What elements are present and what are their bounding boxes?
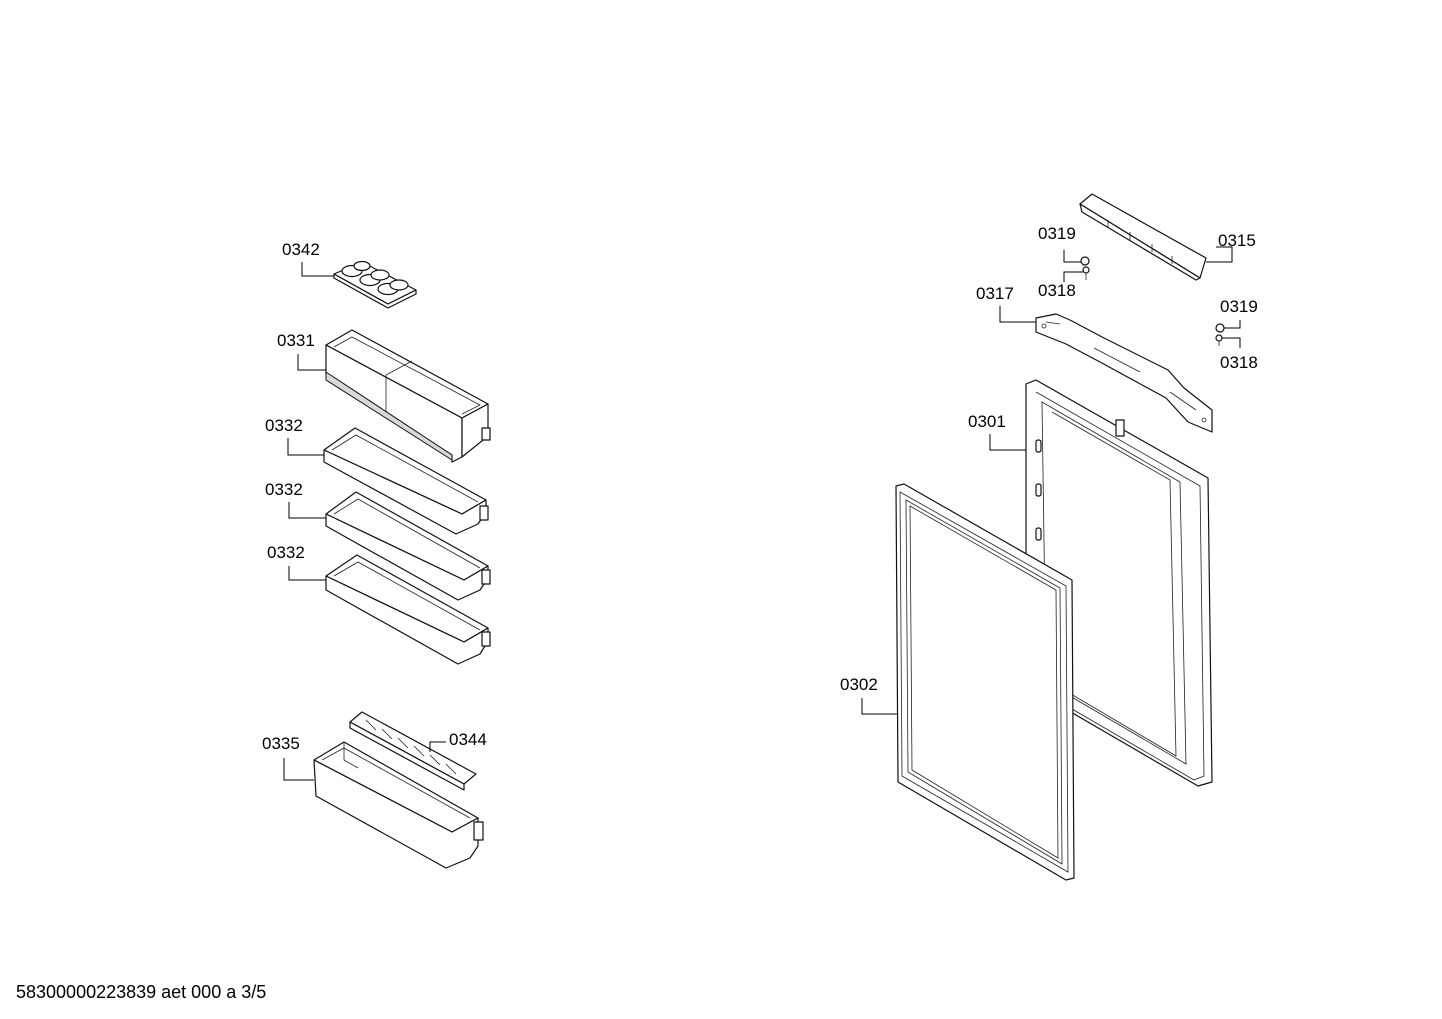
- leader-0318-left: [1063, 271, 1083, 282]
- part-0332-door-shelf-2: [325, 491, 491, 601]
- label-0319-right: 0319: [1220, 297, 1258, 316]
- label-0342: 0342: [282, 240, 320, 259]
- part-0302-door-gasket: [895, 483, 1075, 881]
- label-0318-left: 0318: [1038, 281, 1076, 300]
- leader-0319-right: [1224, 320, 1241, 329]
- part-0335-bottle-shelf: [313, 741, 484, 869]
- leader-0317: [999, 306, 1036, 323]
- label-0332-2: 0332: [265, 480, 303, 499]
- label-0332-1: 0332: [265, 416, 303, 435]
- leader-0344: [429, 741, 446, 752]
- leader-0318-right: [1222, 337, 1241, 348]
- leader-0332-3: [288, 566, 326, 581]
- part-0332-door-shelf-1: [323, 427, 489, 535]
- leader-0335: [283, 758, 314, 781]
- drawing-footer-id: 58300000223839 aet 000 a 3/5: [16, 982, 266, 1002]
- leader-0332-1: [287, 438, 324, 456]
- label-0315: 0315: [1218, 231, 1256, 250]
- part-0344-divider-rail: [349, 711, 477, 791]
- part-0331-covered-box: [325, 329, 491, 463]
- leader-0301: [989, 434, 1026, 451]
- label-0319-left: 0319: [1038, 224, 1076, 243]
- label-0332-3: 0332: [267, 543, 305, 562]
- label-0317: 0317: [976, 284, 1014, 303]
- label-0344: 0344: [449, 730, 487, 749]
- part-0319-0318-screw-left: [1080, 256, 1090, 280]
- part-0315-top-cover: [1079, 193, 1207, 281]
- leader-0331: [297, 354, 326, 371]
- leader-0342: [301, 262, 334, 277]
- leader-0315: [1206, 246, 1233, 263]
- leader-0302: [861, 698, 898, 715]
- label-0302: 0302: [840, 675, 878, 694]
- label-0318-right: 0318: [1220, 353, 1258, 372]
- part-0319-0318-screw-right: [1215, 323, 1225, 346]
- label-0331: 0331: [277, 331, 315, 350]
- part-0317-hinge-bracket: [1035, 313, 1213, 433]
- leader-0319-left: [1063, 250, 1081, 263]
- label-0335: 0335: [262, 734, 300, 753]
- label-0301: 0301: [968, 412, 1006, 431]
- leader-0332-2: [288, 502, 326, 519]
- part-0342-egg-tray: [333, 260, 417, 309]
- part-0332-door-shelf-3: [325, 554, 491, 665]
